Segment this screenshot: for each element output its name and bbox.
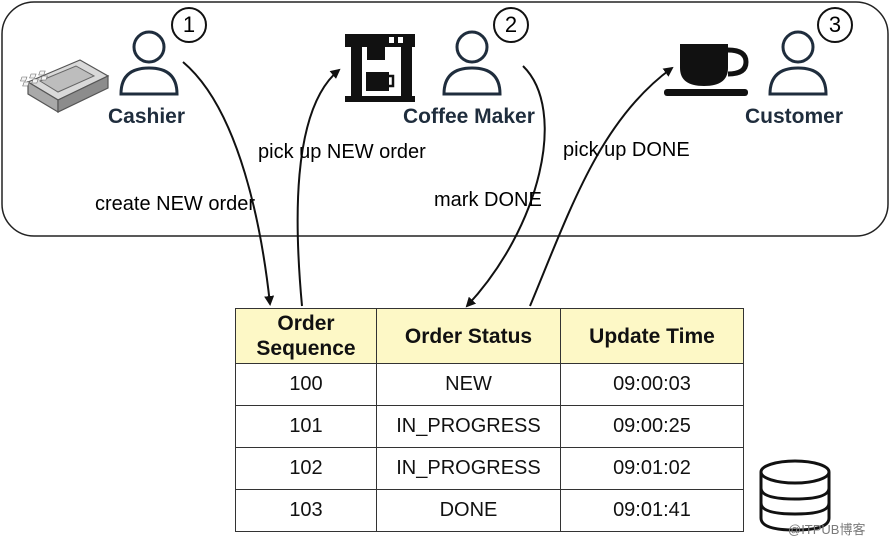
table-row: 101 IN_PROGRESS 09:00:25 <box>235 405 744 448</box>
flow-label-mark-done: mark DONE <box>434 189 542 211</box>
orders-table: Order Sequence Order Status Update Time … <box>235 308 744 532</box>
step-number-2: 2 <box>493 7 529 43</box>
update-time-cell: 09:01:41 <box>560 489 744 532</box>
table-header-row: Order Sequence Order Status Update Time <box>235 308 744 364</box>
actor-label-cashier: Cashier <box>108 105 186 128</box>
cashier-person-icon <box>119 30 179 96</box>
pickup-new-order-arrow <box>296 68 341 307</box>
order-status-cell: NEW <box>376 363 561 406</box>
table-row: 102 IN_PROGRESS 09:01:02 <box>235 447 744 490</box>
order-sequence-cell: 102 <box>235 447 377 490</box>
order-status-cell: IN_PROGRESS <box>376 405 561 448</box>
column-header-order-status: Order Status <box>376 308 561 364</box>
mark-done-arrow <box>465 65 546 308</box>
database-icon <box>759 459 831 532</box>
actor-label-customer: Customer <box>745 105 844 128</box>
pickup-done-arrow <box>529 66 674 307</box>
update-time-cell: 09:00:25 <box>560 405 744 448</box>
order-sequence-cell: 100 <box>235 363 377 406</box>
coffee-cup-icon <box>664 44 749 96</box>
create-order-arrow <box>182 61 275 306</box>
table-row: 100 NEW 09:00:03 <box>235 363 744 406</box>
flow-label-create-new-order: create NEW order <box>95 193 256 215</box>
flow-label-pick-up-done: pick up DONE <box>563 139 690 161</box>
order-status-cell: DONE <box>376 489 561 532</box>
table-row: 103 DONE 09:01:41 <box>235 489 744 532</box>
order-status-cell: IN_PROGRESS <box>376 447 561 490</box>
coffee-machine-icon <box>345 34 415 102</box>
order-sequence-cell: 103 <box>235 489 377 532</box>
step-number-3: 3 <box>817 7 853 43</box>
order-sequence-cell: 101 <box>235 405 377 448</box>
column-header-update-time: Update Time <box>560 308 744 364</box>
actor-label-coffee-maker: Coffee Maker <box>403 105 535 128</box>
update-time-cell: 09:00:03 <box>560 363 744 406</box>
update-time-cell: 09:01:02 <box>560 447 744 490</box>
step-number-1: 1 <box>171 7 207 43</box>
flow-label-pick-up-new-order: pick up NEW order <box>258 141 426 163</box>
column-header-order-sequence: Order Sequence <box>235 308 377 364</box>
watermark: @ITPUB博客 <box>788 522 866 537</box>
cash-register-icon <box>20 59 110 114</box>
actors-container <box>1 1 889 237</box>
coffee-maker-person-icon <box>442 30 502 96</box>
customer-person-icon <box>768 30 828 96</box>
